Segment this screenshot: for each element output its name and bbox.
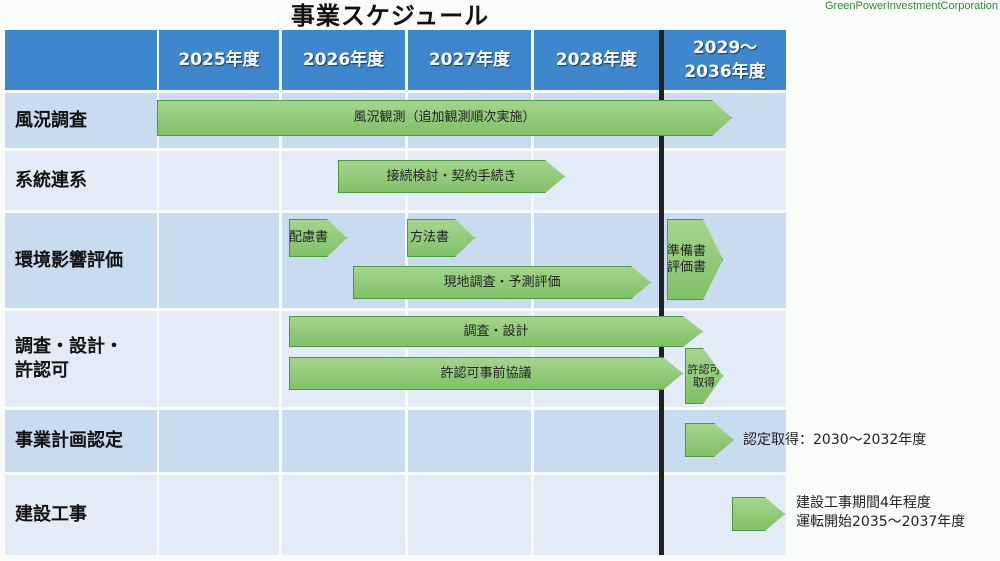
row-label-construction: 建設工事	[15, 504, 87, 525]
row-label-design: 調査・設計・ 許認可	[5, 311, 157, 407]
row-label-grid: 系統連系	[15, 169, 87, 191]
grid-cell	[408, 410, 531, 472]
note-construction-period: 建設工事期間4年程度	[796, 495, 931, 511]
note-approval: 認定取得：2030～2032年度	[743, 432, 927, 448]
bar-survey-design: 調査・設計	[289, 316, 703, 347]
header-2029: 2029～	[692, 38, 758, 58]
corporation-logo-text: GreenPowerInvestmentCorporation	[824, 0, 998, 12]
header-2036: 2036年度	[684, 62, 766, 82]
row-label-wind: 風況調査	[15, 109, 87, 131]
grid-cell	[5, 151, 157, 210]
grid-cell	[534, 410, 659, 472]
grid-cell	[159, 213, 279, 308]
row-label-design-line1: 調査・設計・	[15, 336, 123, 357]
bar-junbi-line2: 評価書	[667, 259, 707, 275]
row-label-environment: 環境影響評価	[15, 249, 123, 271]
bar-hairyo: 配慮書	[289, 219, 347, 257]
bar-wind-observation: 風況観測（追加観測順次実施）	[157, 100, 732, 136]
grid-cell	[5, 475, 157, 555]
grid-cell	[159, 475, 279, 555]
grid-cell	[282, 410, 405, 472]
header-2028: 2028年度	[534, 30, 659, 90]
header-2027: 2027年度	[408, 30, 531, 90]
header-corner	[5, 30, 157, 90]
grid-cell	[159, 410, 279, 472]
bar-field-survey: 現地調査・予測評価	[353, 266, 651, 299]
grid-cell	[408, 475, 531, 555]
header-2025: 2025年度	[159, 30, 279, 90]
bar-permit-line1: 許認可	[687, 363, 721, 376]
grid-cell	[282, 475, 405, 555]
page-title: 事業スケジュール	[290, 2, 490, 30]
grid-cell	[159, 311, 279, 407]
row-label-design-line2: 許認可	[15, 360, 69, 381]
grid-cell	[5, 213, 157, 308]
grid-cell	[534, 475, 659, 555]
header-2026: 2026年度	[282, 30, 405, 90]
header-2029-2036: 2029～ 2036年度	[664, 30, 786, 90]
grid-cell	[5, 311, 157, 407]
bar-junbi-line1: 準備書	[667, 243, 707, 259]
current-position-line	[659, 30, 664, 555]
grid-cell	[159, 151, 279, 210]
bar-grid-connection: 接続検討・契約手続き	[338, 160, 565, 193]
note-operation-start: 運転開始2035～2037年度	[796, 514, 966, 530]
row-label-plan: 事業計画認定	[15, 430, 123, 451]
bar-permit-consultation: 許認可事前協議	[289, 357, 683, 390]
grid-cell	[5, 410, 157, 472]
grid-cell	[664, 151, 786, 210]
grid-cell	[5, 93, 157, 148]
bar-permit-line2: 取得	[693, 376, 715, 389]
